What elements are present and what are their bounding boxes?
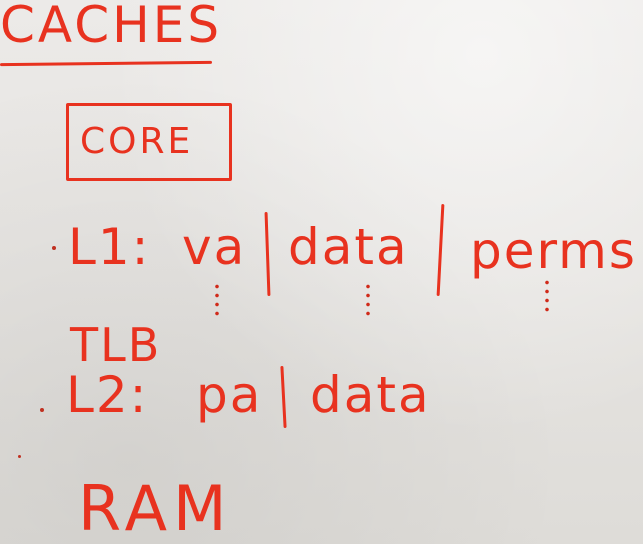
l2-data-field: data: [310, 366, 431, 424]
ram-label: RAM: [78, 472, 233, 544]
va-ellipsis-dots: [215, 282, 219, 320]
caches-title: CACHES: [0, 0, 223, 54]
title-underline: [0, 60, 213, 67]
l1-divider-2: [436, 203, 445, 297]
l2-bullet-dot: [40, 408, 44, 412]
l1-data-field: data: [288, 218, 409, 276]
perms-ellipsis-dots: [545, 278, 549, 316]
l1-divider-1: [264, 211, 271, 297]
data-ellipsis-dots: [366, 282, 370, 320]
l1-va-field: va: [182, 218, 247, 276]
l1-perms-field: perms: [470, 222, 637, 280]
core-label: CORE: [80, 121, 194, 162]
core-box: [66, 103, 232, 181]
l2-label: L2:: [66, 366, 149, 424]
l1-label: L1:: [68, 218, 151, 276]
tlb-label: TLB: [70, 318, 162, 372]
l1-bullet-dot: [52, 246, 56, 250]
l2-divider: [280, 365, 287, 429]
ram-bullet-dot: [18, 455, 21, 458]
l2-pa-field: pa: [196, 366, 263, 424]
